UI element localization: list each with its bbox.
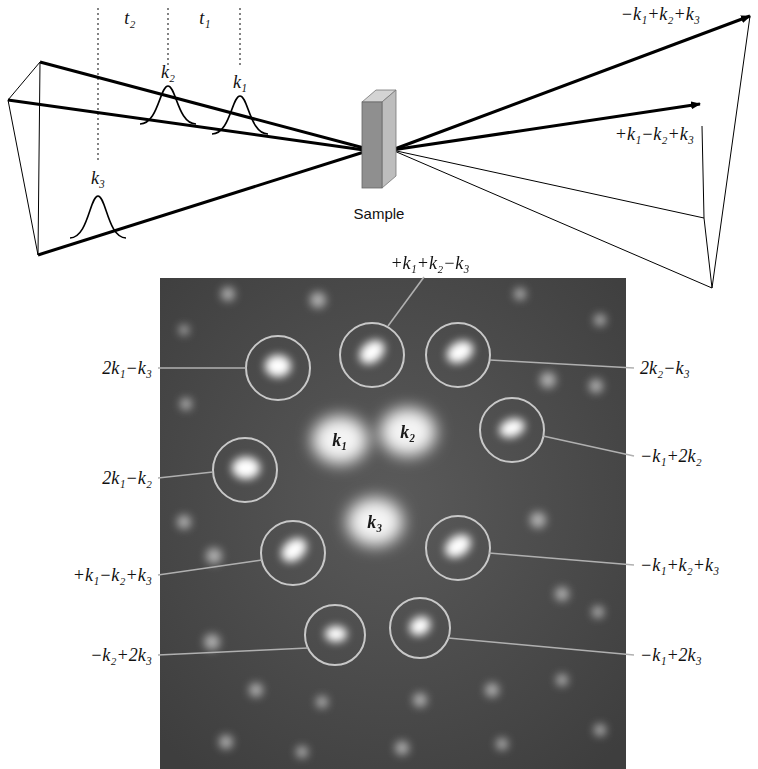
beam-label: k₂ bbox=[400, 422, 415, 442]
sample-side bbox=[382, 90, 396, 188]
faint-spots bbox=[177, 287, 606, 758]
beam-label: k₁ bbox=[332, 430, 347, 450]
spot-label: −k₁+2k₃ bbox=[640, 645, 702, 665]
signal-beam bbox=[392, 104, 700, 150]
sample-front bbox=[362, 102, 382, 188]
pulse-label: k₂ bbox=[161, 62, 175, 82]
beam-geometry bbox=[392, 150, 704, 218]
pulse bbox=[212, 96, 268, 134]
photo-ground bbox=[160, 278, 626, 769]
delay-label: t₂ bbox=[124, 8, 135, 28]
spot-circles bbox=[213, 323, 544, 665]
pulse bbox=[70, 196, 126, 238]
beam bbox=[40, 62, 364, 148]
beam bbox=[38, 152, 364, 255]
signal-beam bbox=[392, 16, 750, 150]
pulse-label: k₃ bbox=[91, 168, 105, 188]
beam-geometry bbox=[8, 62, 40, 255]
spot-label: −k₁+2k₂ bbox=[640, 446, 702, 466]
spot-label: +k₁+k₂−k₃ bbox=[390, 253, 469, 273]
beam bbox=[8, 100, 364, 150]
leader-lines bbox=[158, 277, 634, 655]
beam-geometry bbox=[702, 16, 750, 288]
pulse bbox=[140, 86, 196, 124]
beam-label: k₃ bbox=[367, 512, 382, 532]
beam-spots bbox=[312, 408, 436, 546]
timing-line bbox=[239, 8, 240, 66]
signal-label: +k₁−k₂+k₃ bbox=[615, 124, 694, 144]
pulse-label: k₁ bbox=[233, 72, 247, 92]
spot-label: −k₁+k₂+k₃ bbox=[640, 555, 719, 575]
timing-line bbox=[167, 8, 168, 66]
spot-label: −k₂+2k₃ bbox=[90, 645, 152, 665]
spot-label: 2k₁−k₃ bbox=[102, 358, 152, 378]
timing-line bbox=[97, 8, 98, 160]
signal-spots bbox=[232, 335, 527, 642]
spot-label: 2k₂−k₃ bbox=[640, 358, 690, 378]
sample-label: Sample bbox=[354, 204, 405, 224]
signal-label: −k₁+k₂+k₃ bbox=[621, 4, 700, 24]
spot-label: +k₁−k₂+k₃ bbox=[73, 565, 152, 585]
spot-label: 2k₁−k₂ bbox=[102, 468, 152, 488]
delay-label: t₁ bbox=[199, 8, 210, 28]
